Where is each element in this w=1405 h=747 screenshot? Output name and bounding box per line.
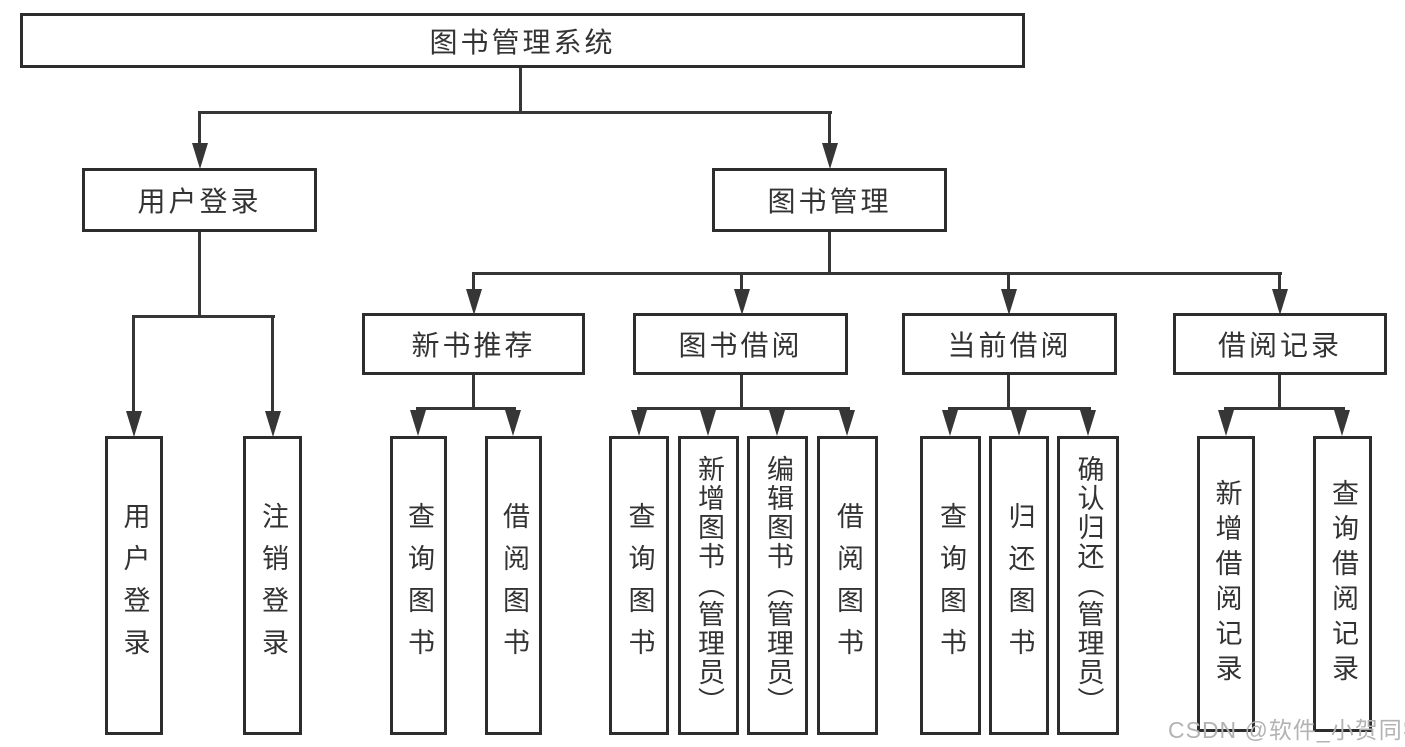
node-current-borrow: 当前借阅 — [902, 313, 1117, 375]
edge-to-book-borrow-shaft — [740, 272, 743, 294]
arrowhead-borrow-book — [839, 410, 855, 436]
node-label: 借阅记录 — [1217, 330, 1342, 361]
edge-current-borrow-vertical — [1007, 375, 1010, 410]
edge-book-borrow-vertical — [740, 375, 743, 410]
node-book-management: 图书管理 — [712, 168, 947, 232]
edge-to-book-management-shaft — [828, 111, 831, 147]
leaf-user-login: 用户登录 — [105, 436, 163, 735]
arrowhead-add-book — [700, 410, 716, 436]
leaf-current-query-books: 查询图书 — [920, 436, 981, 735]
arrowhead-edit-book — [769, 410, 785, 436]
node-label: 图书管理系统 — [429, 26, 616, 58]
leaf-label: 确认归还（管理员） — [1073, 455, 1104, 716]
edge-to-borrow-records-shaft — [1278, 272, 1281, 294]
leaf-label: 借阅图书 — [833, 501, 863, 670]
leaf-borrow-borrow-books: 借阅图书 — [817, 436, 878, 735]
arrowhead-borrow-query — [631, 410, 647, 436]
leaf-logout: 注销登录 — [243, 436, 302, 735]
leaf-query-borrow-record: 查询借阅记录 — [1313, 436, 1372, 732]
leaf-label: 归还图书 — [1004, 501, 1035, 670]
arrowhead-recommend-query — [410, 410, 426, 436]
arrowhead-confirm-return — [1080, 410, 1096, 436]
leaf-add-borrow-record: 新增借阅记录 — [1197, 436, 1255, 732]
edge-to-current-borrow-shaft — [1007, 272, 1010, 294]
node-new-book-recommend: 新书推荐 — [362, 313, 585, 375]
leaf-label: 查询图书 — [404, 501, 434, 670]
arrowhead-book-management — [822, 143, 838, 169]
edge-level2-horizontal — [198, 111, 832, 114]
leaf-return-book: 归还图书 — [989, 436, 1049, 735]
leaf-label: 借阅图书 — [499, 501, 529, 670]
node-label: 新书推荐 — [411, 330, 536, 361]
arrowhead-user-login — [192, 143, 208, 169]
arrowhead-recommend — [466, 289, 482, 315]
edge-borrow-records-horizontal — [1224, 407, 1345, 410]
edge-leaf-user-login-shaft — [132, 315, 135, 414]
leaf-label: 注销登录 — [258, 501, 288, 670]
node-borrow-records: 借阅记录 — [1173, 313, 1387, 375]
arrowhead-recommend-borrow — [505, 410, 521, 436]
leaf-label: 用户登录 — [119, 501, 150, 670]
csdn-watermark: CSDN @软件_小贺同学 — [1168, 717, 1405, 743]
node-label: 用户登录 — [137, 186, 262, 217]
arrowhead-add-record — [1218, 410, 1234, 436]
edge-root-vertical — [519, 68, 522, 114]
leaf-recommend-query-books: 查询图书 — [390, 436, 447, 735]
node-root: 图书管理系统 — [20, 13, 1025, 68]
arrowhead-book-borrow — [734, 289, 750, 315]
arrowhead-return-book — [1011, 410, 1027, 436]
arrowhead-leaf-user-login — [126, 411, 142, 437]
edge-book-borrow-horizontal — [637, 407, 850, 410]
edge-borrow-records-vertical — [1278, 375, 1281, 410]
leaf-label: 新增借阅记录 — [1211, 479, 1242, 689]
node-label: 图书借阅 — [678, 330, 803, 361]
edge-recommend-horizontal — [416, 407, 516, 410]
arrowhead-borrow-records — [1272, 289, 1288, 315]
edge-user-login-vertical — [198, 232, 201, 318]
edge-user-login-horizontal — [132, 315, 275, 318]
leaf-edit-book-admin: 编辑图书（管理员） — [747, 436, 808, 735]
leaf-recommend-borrow-books: 借阅图书 — [485, 436, 542, 735]
arrowhead-current-query — [942, 410, 958, 436]
node-label: 图书管理 — [767, 186, 892, 217]
node-label: 当前借阅 — [947, 330, 1072, 361]
leaf-label: 编辑图书（管理员） — [763, 455, 793, 716]
leaf-label: 查询图书 — [624, 501, 655, 670]
arrowhead-leaf-logout — [265, 411, 281, 437]
leaf-label: 新增图书（管理员） — [694, 455, 724, 716]
edge-recommend-vertical — [472, 375, 475, 410]
edge-to-user-login-shaft — [198, 111, 201, 147]
edge-level3-horizontal — [472, 272, 1282, 275]
edge-to-recommend-shaft — [472, 272, 475, 294]
node-user-login: 用户登录 — [82, 168, 317, 232]
node-book-borrow: 图书借阅 — [633, 313, 848, 375]
edge-current-borrow-horizontal — [948, 407, 1091, 410]
arrowhead-current-borrow — [1001, 289, 1017, 315]
arrowhead-query-record — [1334, 410, 1350, 436]
leaf-label: 查询图书 — [936, 501, 966, 670]
leaf-add-book-admin: 新增图书（管理员） — [678, 436, 739, 735]
leaf-label: 查询借阅记录 — [1328, 479, 1358, 689]
leaf-confirm-return-admin: 确认归还（管理员） — [1057, 436, 1119, 735]
edge-leaf-logout-shaft — [271, 315, 274, 414]
leaf-borrow-query-books: 查询图书 — [609, 436, 669, 735]
edge-book-management-vertical — [828, 232, 831, 275]
